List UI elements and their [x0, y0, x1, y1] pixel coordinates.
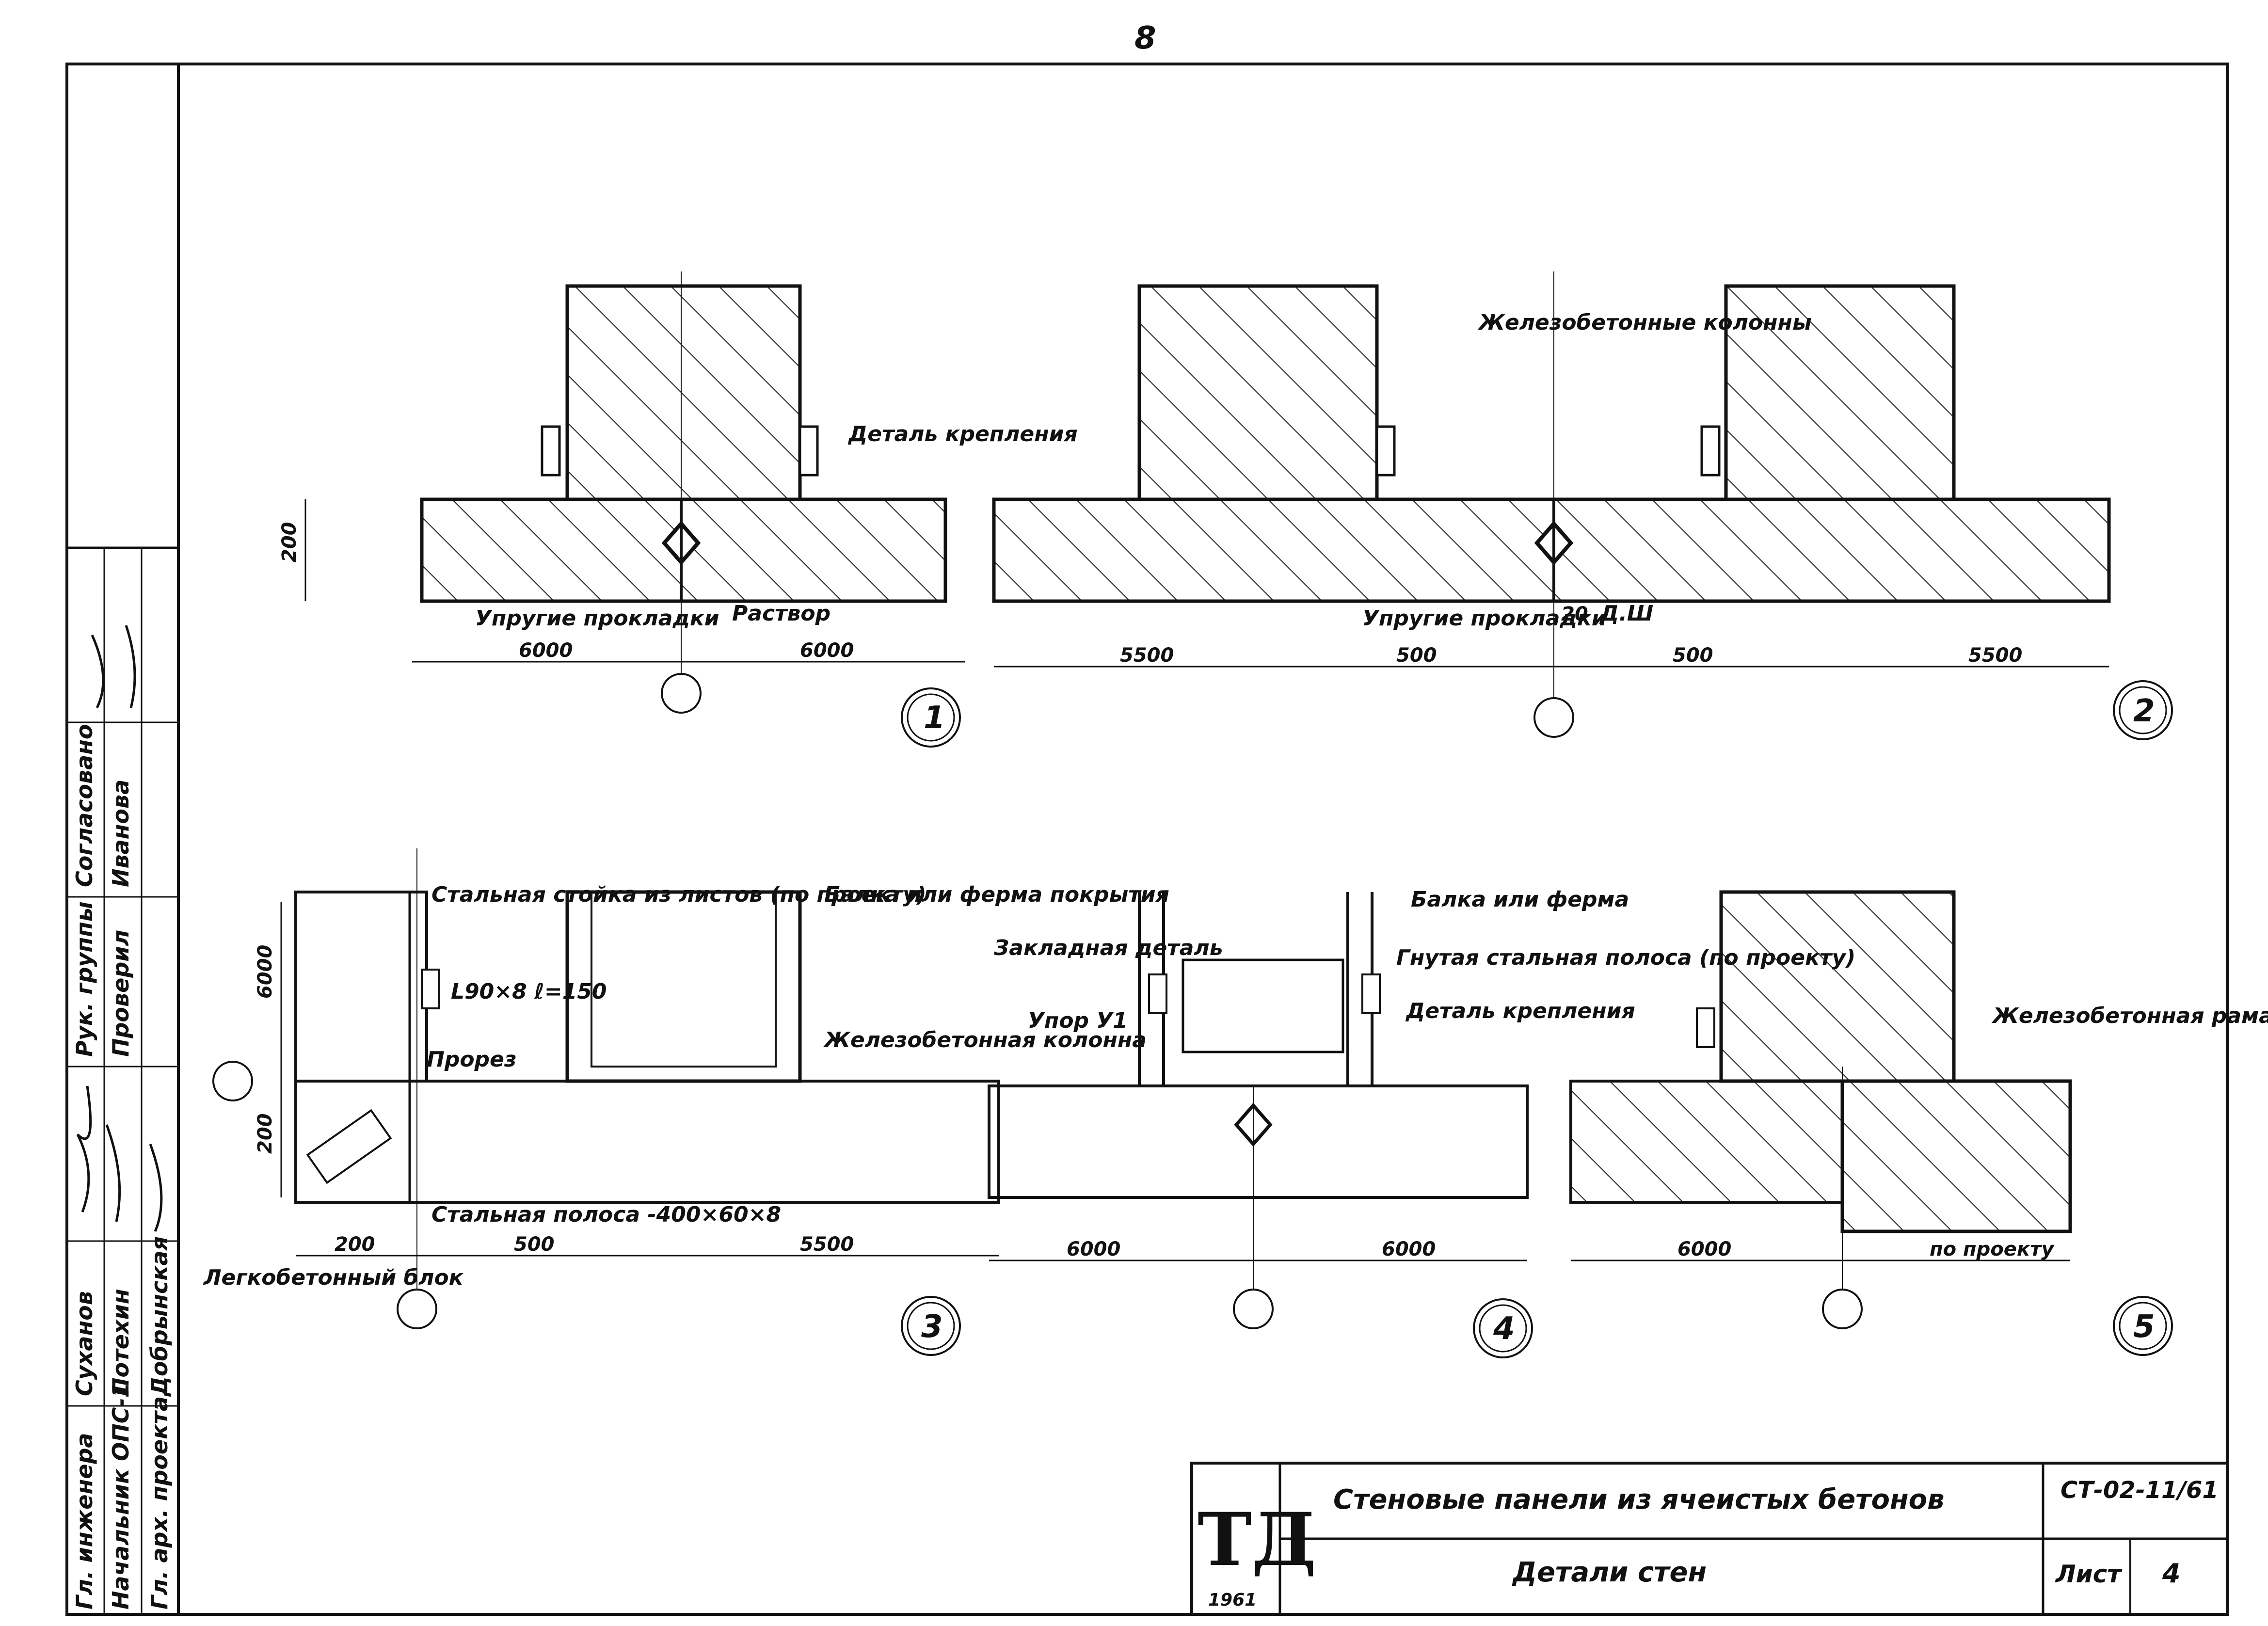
stamp-position-2: Начальник ОПС-1 — [108, 1382, 134, 1610]
d5-dim-1: 6000 — [1677, 1238, 1731, 1260]
d2-label-pads: Упругие прокладки — [1362, 606, 1607, 631]
stamp-name-2: Потехин — [108, 1289, 134, 1396]
d3-number: 3 — [921, 1309, 943, 1345]
title-block: ТД 1961 Стеновые панели из ячеистых бето… — [1190, 1462, 2229, 1616]
d3-label-cut: Прорез — [427, 1047, 516, 1072]
detail-5: 6000 по проекту Железобетонная рама воро… — [1569, 890, 2268, 1356]
stamp-name-1: Суханов — [71, 1291, 97, 1396]
stamp-role-agreed: Согласовано — [71, 724, 97, 887]
d1-number: 1 — [924, 700, 945, 736]
d3-label-strip: Стальная полоса -400×60×8 — [431, 1202, 781, 1227]
logo-year: 1961 — [1208, 1590, 1257, 1610]
d3-label-block: Легкобетонный блок — [203, 1265, 464, 1290]
d1-label-mortar: Раствор — [732, 601, 831, 626]
d4-label-beam: Балка или ферма — [1411, 887, 1629, 912]
d2-dim-2: 500 — [1396, 644, 1437, 667]
d2-dim-3: 500 — [1673, 644, 1713, 667]
stamp-name-3: Добрынская — [146, 1236, 173, 1397]
d2-label-columns: Железобетонные колонны — [1477, 310, 1812, 335]
sheet-number: 4 — [2162, 1558, 2181, 1589]
d3-dim-height-top: 6000 — [254, 945, 276, 999]
detail-1: 200 6000 6000 Деталь крепления Упругие п… — [278, 271, 1078, 748]
sheet-subtitle: Детали стен — [1512, 1557, 1707, 1588]
d2-label-dsh: Д.Ш — [1599, 601, 1653, 626]
detail-2: 5500 500 500 5500 20 Железобетонные коло… — [992, 271, 2173, 740]
stamp-role-name: Иванова — [108, 780, 134, 887]
stamp-position-3: Гл. арх. проекта — [146, 1396, 173, 1610]
stamp-role-group: Рук. группы — [71, 901, 97, 1057]
page-mark: 8 — [1134, 20, 1156, 56]
d3-label-beam: Балка или ферма покрытия — [824, 882, 1169, 907]
d1-dim-height: 200 — [278, 522, 301, 563]
d2-dim-4: 5500 — [1968, 644, 2022, 667]
stamp-role-checked: Проверил — [108, 930, 134, 1057]
d2-dim-gap: 20 — [1561, 603, 1588, 625]
d1-dim-right: 6000 — [800, 639, 854, 662]
d2-number: 2 — [2133, 693, 2155, 729]
sheet-label: Лист — [2055, 1560, 2123, 1588]
d5-label-frame: Железобетонная рама ворот — [1991, 1004, 2268, 1028]
d3-dim-height: 200 — [254, 1114, 276, 1154]
d5-number: 5 — [2133, 1309, 2155, 1345]
d3-label-post: Стальная стойка из листов (по проекту) — [431, 882, 926, 907]
d3-label-angle: L90×8 ℓ=150 — [451, 979, 607, 1004]
d1-dim-left: 6000 — [519, 639, 573, 662]
signatures — [76, 625, 163, 1232]
logo: ТД — [1198, 1497, 1316, 1582]
d4-label-embed: Закладная деталь — [993, 936, 1223, 960]
d3-dim-3: 5500 — [800, 1233, 854, 1256]
d4-dim-2: 6000 — [1382, 1238, 1436, 1260]
stamp-position-1: Гл. инженера — [71, 1433, 97, 1610]
d4-number: 4 — [1493, 1311, 1515, 1347]
d1-label-pads: Упругие прокладки — [475, 606, 719, 631]
detail-3: 6000 200 200 500 5500 Балка или ферма по… — [203, 848, 1169, 1356]
d4-label-fixing: Деталь крепления — [1405, 999, 1635, 1023]
sheet-title: Стеновые панели из ячеистых бетонов — [1333, 1484, 1945, 1515]
sheet-code: СТ-02-11/61 — [2060, 1477, 2219, 1504]
d4-dim-1: 6000 — [1067, 1238, 1120, 1260]
d5-dim-2: по проекту — [1930, 1238, 2055, 1260]
d3-label-column: Железобетонная колонна — [823, 1028, 1147, 1052]
d3-dim-1: 200 — [335, 1233, 375, 1256]
d2-dim-1: 5500 — [1120, 644, 1174, 667]
d1-label-fixing: Деталь крепления — [847, 422, 1078, 446]
d3-dim-2: 500 — [514, 1233, 555, 1256]
d4-label-stop: Упор У1 — [1028, 1008, 1128, 1033]
side-stamp: Гл. инженера Начальник ОПС-1 Гл. арх. пр… — [65, 546, 180, 1616]
